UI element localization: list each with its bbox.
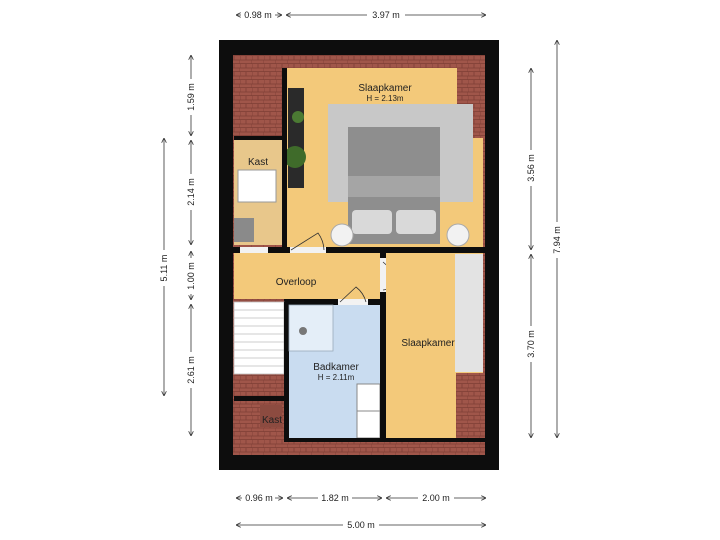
- stairs: [233, 301, 285, 375]
- dim-right-inner-1: 3.56 m: [526, 154, 536, 182]
- door-gap-bedroom: [290, 247, 326, 253]
- dim-left-inner-2: 2.14 m: [186, 178, 196, 206]
- bedroom-right-wardrobe: [455, 254, 483, 372]
- nightstand-right: [446, 223, 470, 247]
- wall-kast-bedroom: [282, 68, 287, 250]
- door-swing-bath: [339, 286, 367, 303]
- dim-bottom-1: 0.96 m: [245, 493, 273, 503]
- dim-bottom-2: 1.82 m: [321, 493, 349, 503]
- plant-icon: [284, 146, 306, 168]
- slaapkamer-top-label: Slaapkamer: [358, 83, 412, 94]
- wall-upper-horizontal: [233, 247, 485, 253]
- wall-kast-bottom-top: [234, 396, 284, 401]
- door-gap-right-bedroom: [380, 258, 386, 292]
- bed-pillow-right: [396, 210, 436, 234]
- door-gap-kast: [240, 247, 268, 253]
- plant-icon-small: [292, 111, 304, 123]
- dim-right-outer: 7.94 m: [550, 40, 564, 438]
- dim-top-1: 0.98 m: [244, 10, 272, 20]
- dim-bottom-3: 2.00 m: [422, 493, 450, 503]
- kast-top-stove: [234, 218, 254, 242]
- kast-top-cabinet: [237, 169, 277, 203]
- dim-right-inner: 3.56 m 3.70 m: [524, 68, 538, 438]
- dim-left-inner-4: 2.61 m: [186, 356, 196, 384]
- wall-top-kast: [234, 136, 282, 140]
- wall-overloop-bottom: [284, 299, 384, 305]
- shower-drain-icon: [299, 327, 307, 335]
- dim-left-outer-text: 5.11 m: [159, 255, 169, 282]
- kast-bottom-label: Kast: [262, 415, 282, 426]
- wall-inner-bottom: [284, 438, 485, 442]
- dim-left-inner-3: 1.00 m: [186, 262, 196, 290]
- dim-top: 0.98 m 3.97 m: [236, 8, 486, 20]
- dim-left-inner-1: 1.59 m: [186, 83, 196, 111]
- bed-pillow-left: [352, 210, 392, 234]
- dim-bottom: 0.96 m 1.82 m 2.00 m 5.00 m: [236, 491, 486, 530]
- wall-bath-left: [284, 302, 289, 440]
- door-swing-bedroom: [290, 232, 325, 251]
- dim-right-outer-text: 7.94 m: [552, 226, 562, 254]
- dim-top-2: 3.97 m: [372, 10, 400, 20]
- kast-top-label: Kast: [248, 157, 268, 168]
- overloop-label: Overloop: [276, 277, 317, 288]
- bed-cover: [348, 176, 440, 197]
- badkamer-label: Badkamer: [313, 362, 359, 373]
- nightstand-left: [330, 223, 354, 247]
- kast-bottom-floor: [260, 405, 282, 427]
- slaapkamer-top-height: H = 2.13m: [366, 94, 403, 103]
- bedroom-right-floor: [386, 253, 456, 438]
- bedroom-shelf: [288, 88, 304, 188]
- dim-left-inner: 1.59 m 2.14 m 1.00 m 2.61 m: [184, 55, 198, 436]
- badkamer-height: H = 2.11m: [318, 373, 355, 382]
- dim-right-inner-2: 3.70 m: [526, 330, 536, 358]
- dim-bottom-total: 5.00 m: [347, 520, 375, 530]
- overloop-floor: [234, 253, 380, 299]
- slaapkamer-right-label: Slaapkamer: [401, 338, 455, 349]
- wall-bath-right: [380, 253, 386, 441]
- door-gap-bath: [338, 299, 368, 305]
- dim-left-outer: 5.11 m: [157, 138, 171, 396]
- shower-tray: [288, 304, 334, 352]
